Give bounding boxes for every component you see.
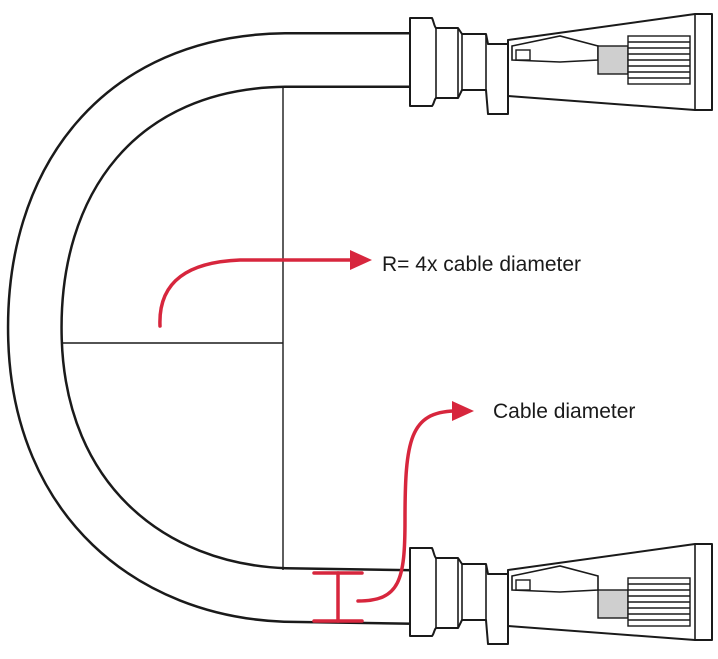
radius-arrow-icon — [158, 250, 372, 328]
bottom-connector-icon — [409, 543, 713, 645]
radius-label: R= 4x cable diameter — [382, 253, 582, 276]
cable-icon — [6, 32, 415, 625]
diameter-marker-icon — [312, 571, 364, 623]
top-contact-pins — [627, 35, 691, 85]
diameter-arrow-icon — [356, 401, 474, 603]
top-connector-icon — [409, 13, 713, 115]
bottom-contact-pins — [627, 577, 691, 627]
cable-diameter-label: Cable diameter — [493, 400, 636, 423]
radius-guide-lines — [62, 87, 284, 570]
